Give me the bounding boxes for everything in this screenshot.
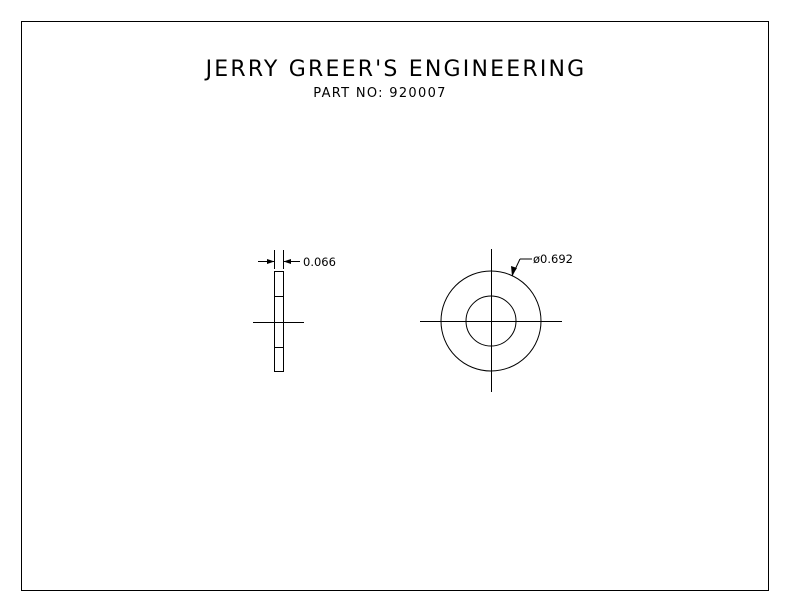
diameter-leader-arrow bbox=[511, 266, 517, 276]
diameter-dimension-label: ø0.692 bbox=[533, 252, 573, 266]
dimension-arrow-left bbox=[267, 259, 275, 264]
dimension-arrow-right bbox=[283, 259, 291, 264]
washer-edge-profile bbox=[274, 271, 284, 372]
sheet-border bbox=[21, 21, 769, 591]
front-view: ø0.692 bbox=[420, 249, 573, 392]
side-view: 0.066 bbox=[253, 250, 336, 372]
part-number: PART NO: 920007 bbox=[313, 86, 446, 101]
thickness-dimension-label: 0.066 bbox=[303, 255, 336, 269]
company-title: JERRY GREER'S ENGINEERING bbox=[204, 57, 587, 82]
